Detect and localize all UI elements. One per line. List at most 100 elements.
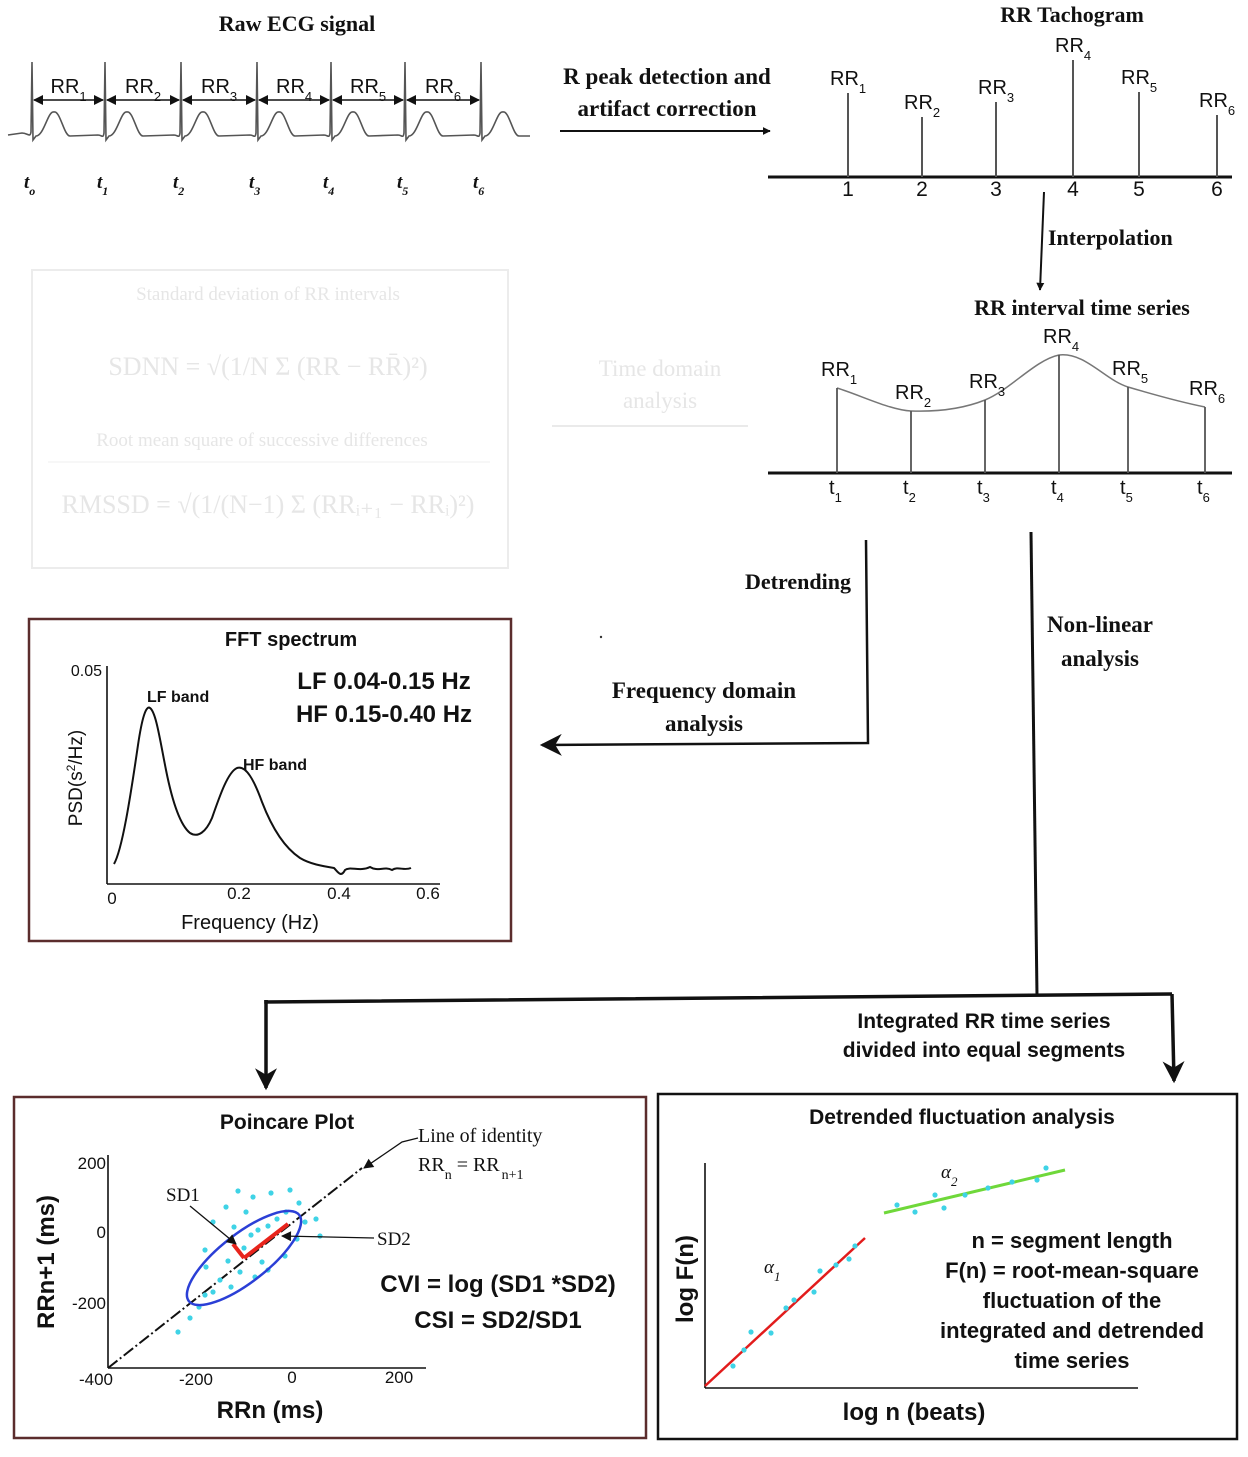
tachogram-tick: 2 <box>916 178 928 201</box>
fft-x-tick-3: 0.6 <box>416 884 440 903</box>
sd1-segment <box>231 1242 246 1260</box>
poincare-x-tick-1: 0 <box>287 1368 296 1387</box>
dfa-point <box>985 1185 991 1191</box>
poincare-point <box>175 1329 181 1335</box>
dfa-def-3: fluctuation of the <box>983 1288 1161 1313</box>
nonlinear-trunk <box>1029 531 1039 997</box>
fft-box <box>27 617 513 943</box>
poincare-point <box>203 1264 209 1270</box>
dfa-point <box>741 1347 747 1353</box>
tachogram-bar-label: RR2 <box>904 92 940 120</box>
fft-ylabel: PSD(s2/Hz) <box>64 730 87 826</box>
ecg-time-label: t6 <box>473 172 484 198</box>
sdnn-title: Standard deviation of RR intervals <box>136 284 400 305</box>
dfa-xlabel: log n (beats) <box>843 1399 986 1426</box>
dfa-point <box>962 1192 968 1198</box>
poincare-y-tick-2: -200 <box>72 1294 106 1313</box>
alpha1-fit-line <box>704 1237 866 1387</box>
identity-pointer <box>363 1137 419 1169</box>
sd1-label: SD1 <box>166 1185 200 1206</box>
dfa-point <box>783 1305 789 1311</box>
dfa-point <box>846 1256 852 1262</box>
dfa-point <box>894 1202 900 1208</box>
peak-detection-line2: artifact correction <box>577 96 756 121</box>
rr-series-label: RR2 <box>895 382 931 410</box>
ecg-waveform <box>7 61 530 143</box>
tachogram-tick: 6 <box>1211 178 1223 201</box>
rr-series-time-label: t2 <box>903 477 916 505</box>
ecg-interval-label: RR4 <box>276 76 312 104</box>
ecg-interval-label: RR2 <box>125 76 161 104</box>
interpolation-step: Interpolation <box>1036 191 1173 291</box>
ecg-time-label: t2 <box>173 172 184 198</box>
ecg-interval-label: RR5 <box>350 76 386 104</box>
poincare-box <box>12 1095 648 1440</box>
fft-psd-curve <box>113 706 412 875</box>
poincare-point <box>225 1258 231 1264</box>
frequency-domain-line2: analysis <box>665 711 743 736</box>
identity-line1: Line of identity <box>418 1125 542 1147</box>
sd2-label: SD2 <box>377 1229 411 1250</box>
rr-series-panel: RR interval time series RR1t1RR2t2RR3t3R… <box>768 295 1232 505</box>
poincare-ylabel: RRn+1 (ms) <box>33 1195 60 1329</box>
poincare-point <box>248 1232 254 1238</box>
csi-formula: CSI = SD2/SD1 <box>414 1307 581 1334</box>
poincare-point <box>228 1284 234 1290</box>
poincare-xlabel: RRn (ms) <box>217 1397 324 1424</box>
dfa-def-1: n = segment length <box>971 1228 1172 1253</box>
rr-series-curve <box>836 354 1206 412</box>
detrending-label: Detrending <box>745 569 851 594</box>
dfa-point <box>1043 1165 1049 1171</box>
raw-ecg-title: Raw ECG signal <box>219 11 375 36</box>
poincare-y-tick-3: -400 <box>79 1370 113 1389</box>
tachogram-bar-label: RR3 <box>978 77 1014 105</box>
dfa-ylabel: log F(n) <box>672 1235 699 1323</box>
sd2-pointer <box>281 1231 375 1242</box>
dfa-point <box>768 1330 774 1336</box>
rr-series-time-label: t6 <box>1197 477 1210 505</box>
tachogram-tick: 3 <box>990 178 1002 201</box>
rr-series-time-label: t4 <box>1051 477 1064 505</box>
integrated-line2: divided into equal segments <box>843 1039 1125 1062</box>
rr-series-time-label: t3 <box>977 477 990 505</box>
sd2-segment <box>242 1222 290 1260</box>
dfa-point <box>912 1209 918 1215</box>
fft-x-tick-2: 0.4 <box>327 884 351 903</box>
alpha2-label: α2 <box>941 1162 958 1189</box>
alpha1-label: α1 <box>764 1257 780 1284</box>
nonlinear-line2: analysis <box>1061 646 1139 671</box>
rr-series-label: RR5 <box>1112 358 1148 386</box>
poincare-point <box>274 1216 280 1222</box>
dfa-box <box>656 1092 1239 1441</box>
peak-detection-step: R peak detection and artifact correction <box>560 64 771 135</box>
fft-title: FFT spectrum <box>225 629 357 651</box>
sd1-pointer <box>189 1205 237 1245</box>
dfa-point <box>932 1192 938 1198</box>
tachogram-tick: 1 <box>842 178 854 201</box>
poincare-point <box>237 1269 243 1275</box>
ecg-interval-label: RR6 <box>425 76 461 104</box>
frequency-branch: Detrending Frequency domain analysis <box>539 539 870 756</box>
peak-detection-line1: R peak detection and <box>563 64 771 89</box>
rr-series-label: RR4 <box>1043 326 1079 354</box>
tachogram-bar-label: RR1 <box>830 68 866 96</box>
dfa-point <box>730 1363 736 1369</box>
dfa-panel: Detrended fluctuation analysis log n (be… <box>656 1092 1239 1441</box>
poincare-point <box>296 1200 302 1206</box>
nonlinear-line1: Non-linear <box>1047 612 1153 637</box>
ecg-time-label: t4 <box>323 172 334 198</box>
fft-x-tick-1: 0.2 <box>227 884 251 903</box>
poincare-point <box>202 1292 208 1298</box>
tachogram-title: RR Tachogram <box>1000 2 1144 27</box>
frequency-domain-line1: Frequency domain <box>612 678 796 703</box>
fft-lf-text: LF 0.04-0.15 Hz <box>297 668 470 695</box>
rr-series-label: RR3 <box>969 371 1005 399</box>
fft-panel: FFT spectrum LF 0.04-0.15 Hz HF 0.15-0.4… <box>27 617 513 943</box>
dfa-def-2: F(n) = root-mean-square <box>945 1258 1199 1283</box>
poincare-y-tick-0: 200 <box>78 1154 106 1173</box>
dfa-def-4: integrated and detrended <box>940 1318 1204 1343</box>
integrated-line1: Integrated RR time series <box>857 1010 1110 1033</box>
poincare-point <box>217 1277 223 1283</box>
